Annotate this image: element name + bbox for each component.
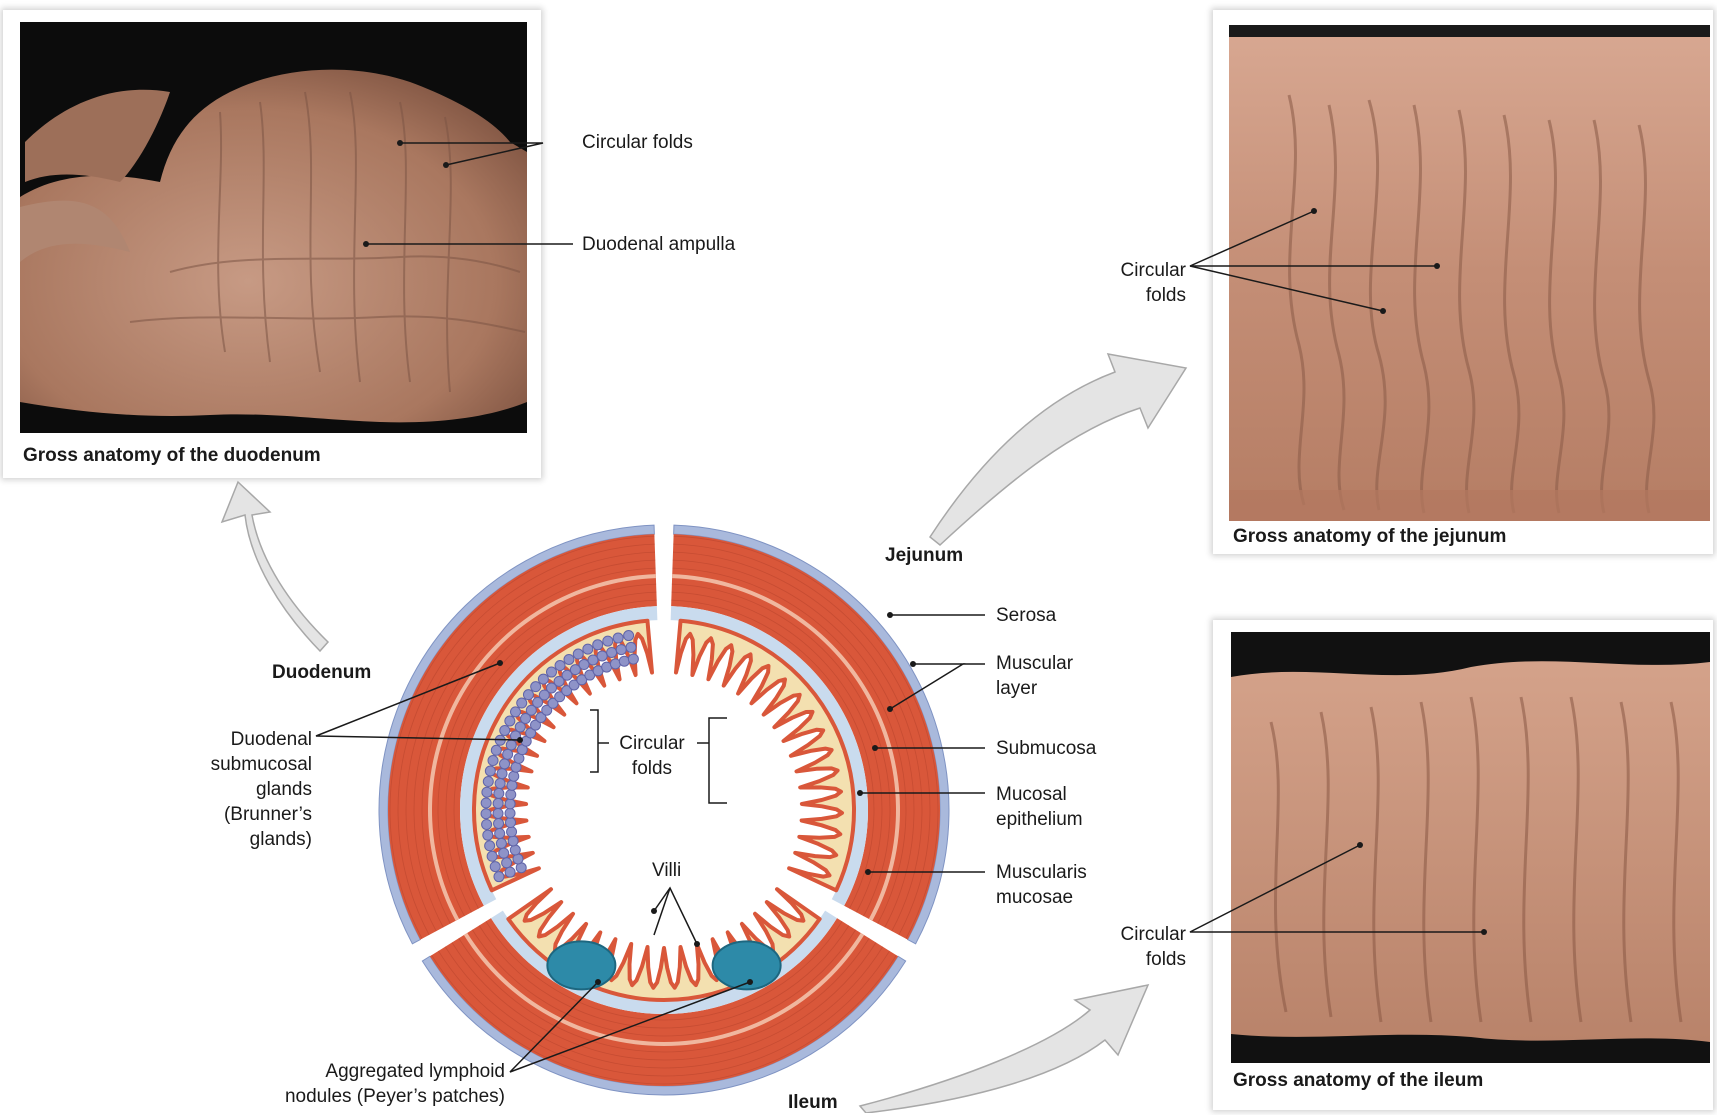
duodenum-circular-folds-label: Circular folds bbox=[582, 130, 693, 155]
mucosal-epithelium-label: Mucosal epithelium bbox=[996, 782, 1083, 832]
peyers-patches-label: Aggregated lymphoid nodules (Peyer’s pat… bbox=[240, 1059, 505, 1109]
center-circular-folds-label: Circular folds bbox=[608, 731, 696, 781]
submucosa-label: Submucosa bbox=[996, 736, 1096, 761]
ileum-circular-folds-label: Circular folds bbox=[1090, 922, 1186, 972]
serosa-label: Serosa bbox=[996, 603, 1056, 628]
jejunum-section-label: Jejunum bbox=[885, 543, 963, 568]
ileum-section-label: Ileum bbox=[788, 1090, 838, 1115]
duodenal-ampulla-label: Duodenal ampulla bbox=[582, 232, 735, 257]
villi-label: Villi bbox=[652, 858, 681, 883]
muscularis-mucosae-label: Muscularis mucosae bbox=[996, 860, 1087, 910]
brunners-glands-label: Duodenal submucosal glands (Brunner’s gl… bbox=[150, 727, 312, 852]
muscular-layer-label: Muscular layer bbox=[996, 651, 1073, 701]
duodenum-section-label: Duodenum bbox=[272, 660, 371, 685]
jejunum-circular-folds-label: Circular folds bbox=[1090, 258, 1186, 308]
